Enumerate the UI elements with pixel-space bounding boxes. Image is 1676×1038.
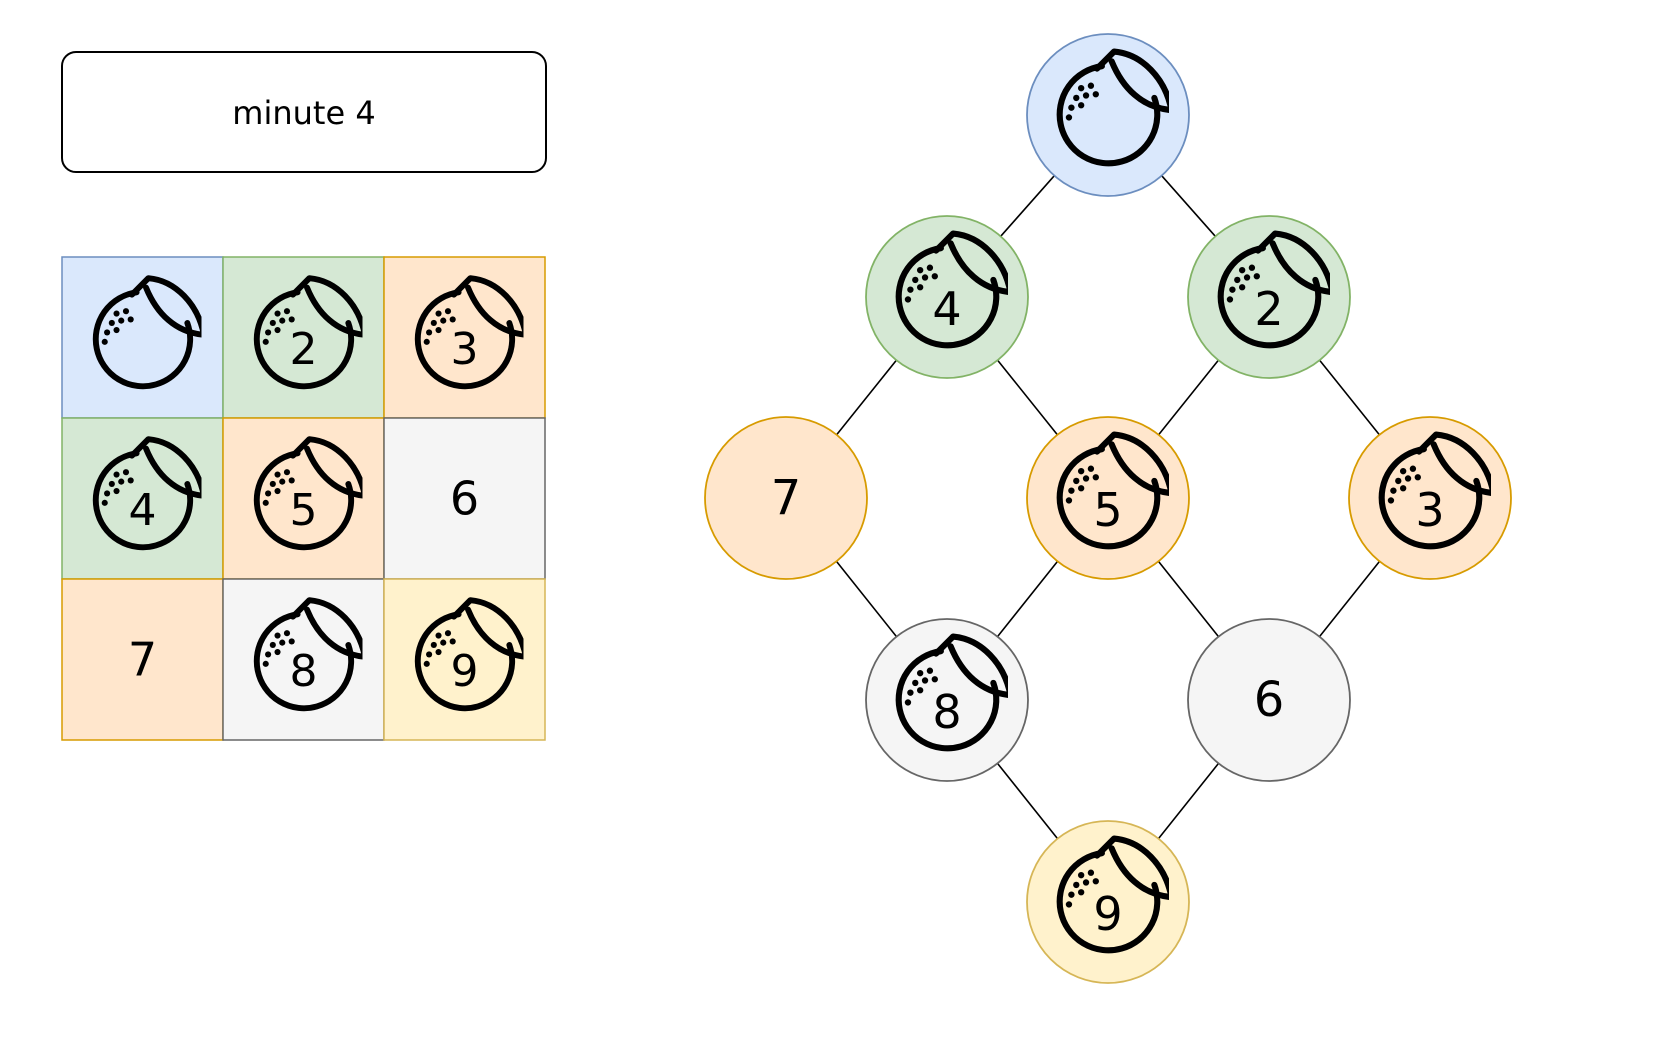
grid-cell-label: 7 (128, 633, 157, 687)
graph-node (1026, 33, 1190, 197)
grid-cell: 7 (61, 578, 224, 741)
graph-node-label: 9 (1093, 887, 1122, 941)
graph-edge (1318, 560, 1381, 638)
grid: 2 3 4 5 6 7 8 9 (61, 256, 546, 741)
graph-node-circle (1348, 416, 1512, 580)
grid-cell-label: 6 (450, 472, 479, 526)
graph-node-label: 8 (932, 685, 961, 739)
graph-node-label: 4 (932, 282, 961, 336)
minute-label-box: minute 4 (61, 51, 547, 173)
graph-edge (1000, 175, 1055, 237)
grid-cell: 2 (222, 256, 385, 419)
graph-node-label: 3 (1415, 483, 1444, 537)
graph-node-circle (1026, 416, 1190, 580)
graph-edge (1157, 762, 1220, 840)
minute-label: minute 4 (232, 94, 375, 132)
graph-edge (1157, 560, 1220, 638)
grid-cell-background (61, 578, 224, 741)
graph-edge (836, 359, 897, 436)
graph-node: 3 (1348, 416, 1512, 580)
graph-node-circle (1187, 215, 1351, 379)
graph-node-circle (865, 215, 1029, 379)
graph-edge (1161, 175, 1216, 237)
grid-cell-label: 8 (290, 646, 318, 697)
graph-node: 8 (865, 618, 1029, 782)
graph-nodes: 4 2 7 5 3 8 6 9 (704, 33, 1512, 984)
graph-node: 4 (865, 215, 1029, 379)
graph-node-label: 6 (1254, 672, 1285, 728)
graph-node-circle (704, 416, 868, 580)
grid-cell-label: 9 (451, 646, 479, 697)
grid-cell (61, 256, 224, 419)
graph-edge (1319, 359, 1380, 436)
graph-edge (1158, 359, 1219, 436)
grid-cell-label: 4 (129, 485, 157, 536)
graph-node: 2 (1187, 215, 1351, 379)
grid-cell-label: 3 (451, 324, 479, 375)
graph-edges (835, 175, 1381, 840)
graph-node: 7 (704, 416, 868, 580)
graph-node: 5 (1026, 416, 1190, 580)
graph-node-circle (1187, 618, 1351, 782)
graph-node: 9 (1026, 820, 1190, 984)
graph-edge (835, 560, 898, 638)
grid-cell: 4 (61, 417, 224, 580)
graph-edge (996, 762, 1059, 840)
graph-node-label: 2 (1254, 282, 1283, 336)
graph-node-circle (865, 618, 1029, 782)
graph-edge (996, 560, 1059, 638)
grid-cell: 6 (383, 417, 546, 580)
grid-cell: 8 (222, 578, 385, 741)
graph-edge (997, 359, 1058, 436)
graph-node-label: 5 (1093, 483, 1122, 537)
grid-cell: 9 (383, 578, 546, 741)
graph-node-circle (1026, 33, 1190, 197)
grid-cell: 3 (383, 256, 546, 419)
graph-node-label: 7 (771, 470, 802, 526)
grid-cell: 5 (222, 417, 385, 580)
grid-cell-label: 2 (290, 324, 318, 375)
graph-node-circle (1026, 820, 1190, 984)
graph-node: 6 (1187, 618, 1351, 782)
grid-cell-label: 5 (290, 485, 318, 536)
